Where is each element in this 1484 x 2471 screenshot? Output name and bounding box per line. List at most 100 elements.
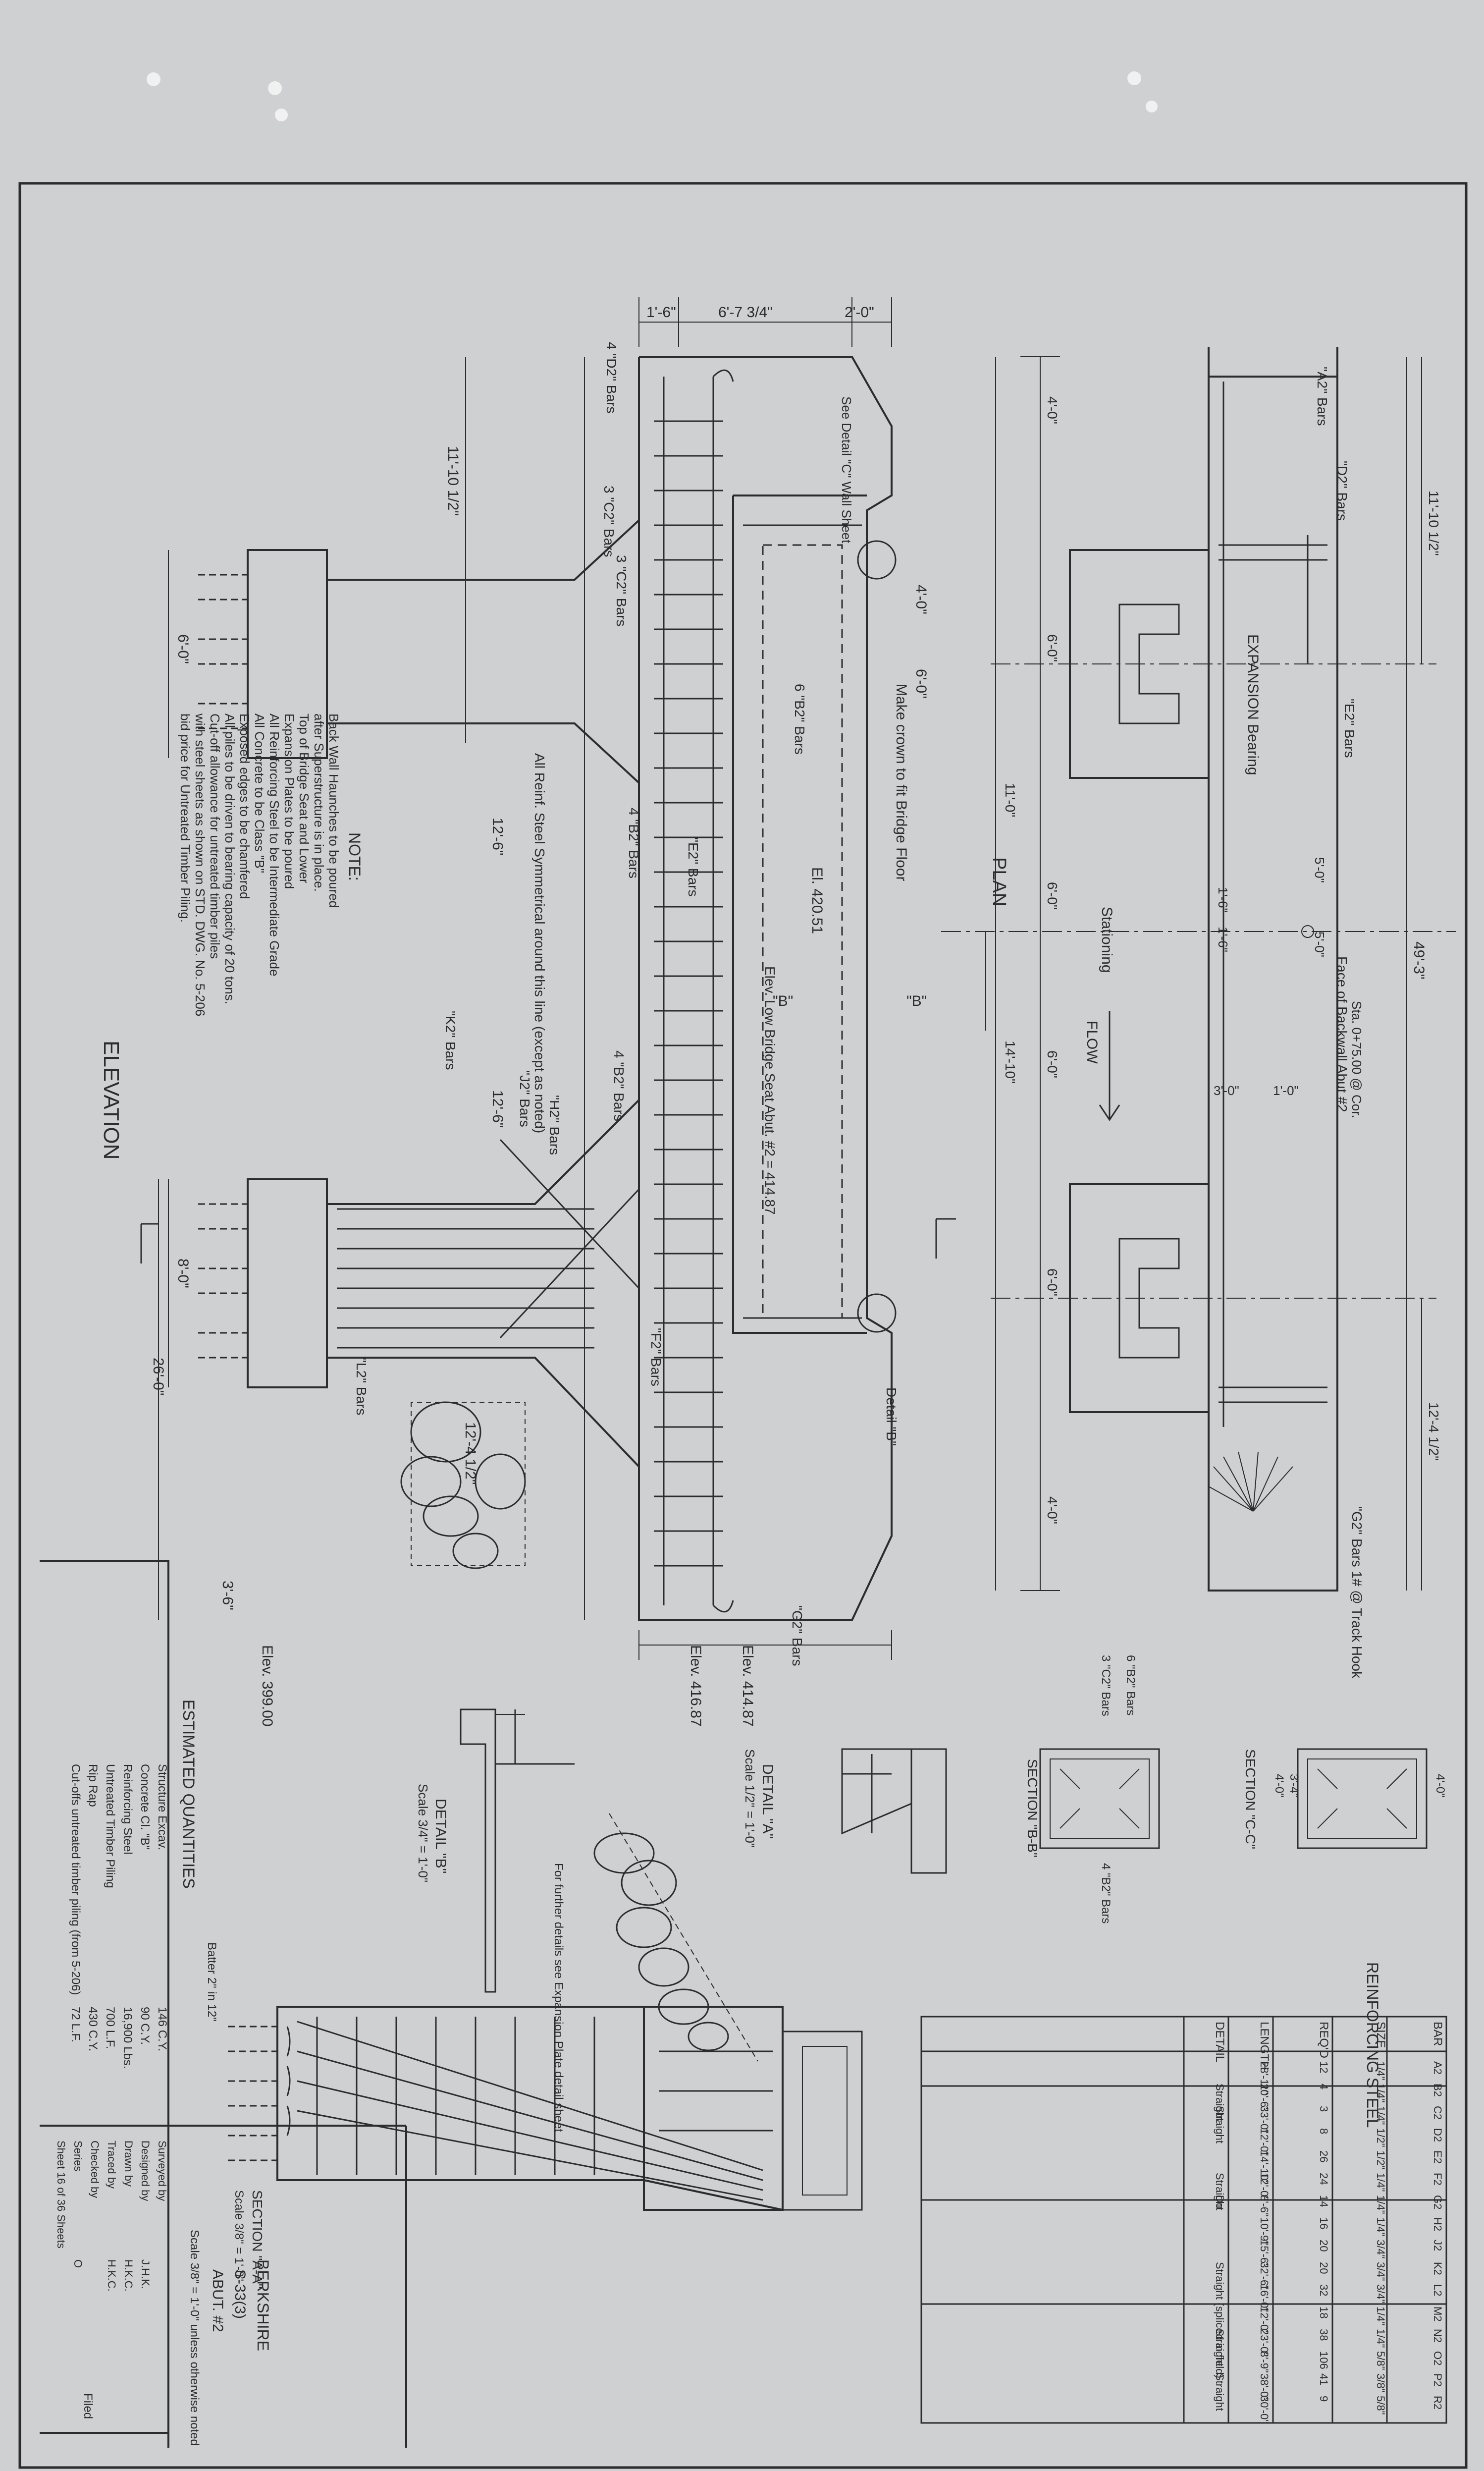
rebar-cell-6-0: G2 (1431, 2195, 1444, 2209)
section-bb-title: SECTION "B-B" (1025, 1759, 1040, 1858)
section-aa-scale: Scale 3/8" = 1'-0" (232, 2190, 246, 2281)
rebar-cell-6-1: 1/4" (1375, 2195, 1387, 2214)
elevation-label-17: Detail "B" (884, 1387, 899, 1446)
rebar-cell-2-1: 1/4" (1375, 2106, 1387, 2125)
quantity-value-0: 146 C.Y. (156, 2007, 169, 2051)
rebar-cell-15-2: 9 (1318, 2396, 1330, 2402)
plan-dim-6: 6'-0" (1045, 1268, 1060, 1296)
rebar-cell-5-4: Straight (1214, 2173, 1226, 2210)
title-block-abut: ABUT. #2 (210, 2269, 226, 2332)
elevation-label-16: See Detail "C" Wall Sheet (839, 396, 854, 544)
rebar-cell-11-3: 12'-0" (1258, 2306, 1271, 2334)
rebar-cell-4-0: E2 (1431, 2150, 1444, 2164)
elevation-label-14: Elev. Low Bridge Seat Abut. #2 = 414.87 (762, 966, 778, 1215)
quantity-value-4: 430 C.Y. (86, 2007, 100, 2051)
rebar-cell-12-3: 23'-0" (1258, 2329, 1271, 2357)
plan-label-10: "B" (773, 993, 793, 1009)
title-block-field-6: Sheet 16 of 36 Sheets (55, 2141, 67, 2249)
detail-a-scale: Scale 1/2" = 1'-0" (742, 1749, 757, 1848)
rebar-cell-2-4: Straight (1214, 2106, 1226, 2143)
rebar-cell-1-3: 20'-6" (1258, 2084, 1271, 2111)
plan-label-5: "D2" Bars (1334, 461, 1350, 521)
punch-holes (147, 71, 1158, 121)
plan-dim-1: 6'-0" (1045, 634, 1060, 662)
elevation-label-4: 6 "B2" Bars (792, 684, 807, 755)
section-bb-bar-1: 3 "C2" Bars (1099, 1655, 1113, 1716)
plan-dim-2: 11'-0" (1003, 783, 1018, 817)
rebar-col-1: SIZE (1374, 2022, 1387, 2048)
note-heading: NOTE: (346, 832, 364, 881)
note-line-10: bid price for Untreated Timber Piling. (178, 714, 193, 923)
rebar-cell-13-2: 106 (1318, 2351, 1330, 2369)
rebar-cell-3-2: 8 (1318, 2128, 1330, 2134)
rebar-cell-15-1: 5/8" (1375, 2396, 1387, 2415)
detail-b-scale: Scale 3/4" = 1'-0" (416, 1784, 430, 1882)
rebar-cell-8-0: J2 (1431, 2240, 1444, 2251)
rebar-cell-0-1: 1/4" (1375, 2061, 1387, 2080)
rebar-cell-4-1: 1/2" (1375, 2150, 1387, 2169)
rebar-cell-5-1: 1/4" (1375, 2173, 1387, 2192)
plan-dim-16: 5'-0" (1312, 932, 1327, 957)
elevation-label-5: 4 "B2" Bars (611, 1050, 627, 1121)
detail-b-drawing (460, 1708, 575, 1993)
elevation-dim-6: 12'-4 1/2" (462, 1422, 478, 1484)
elevation-label-6: "E2" Bars (686, 837, 701, 896)
elevation-dim-11: 4'-0" (913, 585, 929, 614)
title-block-field-2: Drawn by (122, 2141, 135, 2187)
elevation-dim-10: 8'-0" (175, 1259, 191, 1288)
rebar-col-3: LENGTH (1258, 2022, 1271, 2070)
rebar-cell-4-3: 14'-10" (1258, 2150, 1271, 2184)
rebar-cell-2-2: 3 (1318, 2106, 1330, 2112)
elevation-label-8: "G2" Bars (790, 1605, 805, 1666)
quantity-name-0: Structure Excav. (156, 1764, 169, 1850)
rebar-cell-11-0: M2 (1431, 2306, 1444, 2322)
rebar-cell-10-1: 3/4" (1375, 2284, 1387, 2303)
riprap-elevation (400, 1401, 526, 1569)
plan-dim-13: 1'-6" (1216, 887, 1230, 913)
rebar-cell-10-2: 32 (1318, 2284, 1330, 2296)
rebar-cell-6-4: Do (1214, 2195, 1226, 2209)
plan-view (941, 347, 1456, 1592)
title-block-field-1: Designed by (139, 2141, 152, 2201)
quantity-name-1: Concrete Cl. "B" (138, 1764, 152, 1850)
rebar-cell-9-3: 32'-6" (1258, 2262, 1271, 2290)
title-block-field-5: Series (72, 2141, 84, 2171)
rebar-cell-14-1: 3/8" (1375, 2373, 1387, 2392)
detail-b-text: For further details see Expansion Plate … (552, 1863, 565, 2132)
riprap-section (593, 1813, 758, 2062)
note-line-2: Top of Bridge Seat and Lower (297, 714, 312, 883)
elevation-label-1: 3 "C2" Bars (601, 486, 617, 557)
elevation-label-3: 4 "B2" Bars (626, 808, 641, 879)
rebar-col-4: DETAIL (1213, 2022, 1226, 2062)
elevation-elev-2: Elev. 399.00 (259, 1645, 275, 1727)
detail-a-title: DETAIL "A" (759, 1764, 776, 1839)
elevation-dim-9: 6'-0" (175, 634, 191, 664)
quantity-name-5: Cut-offs untreated timber piling (from 5… (69, 1764, 82, 1995)
plan-label-4: "E2" Bars (1342, 699, 1357, 758)
rebar-cell-4-2: 26 (1318, 2150, 1330, 2162)
elevation-label-7: "F2" Bars (648, 1328, 664, 1386)
note-line-5: All Concrete to be Class "B" (252, 714, 267, 873)
plan-dim-3: 6'-0" (1045, 882, 1060, 910)
note-line-9: with steel sheets as shown on STD. DWG. … (193, 713, 208, 1016)
rebar-cell-14-0: P2 (1431, 2373, 1444, 2387)
rebar-cell-11-2: 18 (1318, 2306, 1330, 2318)
section-bb-bar-0: 6 "B2" Bars (1124, 1655, 1137, 1715)
plan-label-1: FLOW (1084, 1021, 1100, 1064)
section-aa-drawing (228, 2006, 863, 2211)
title-block-grid (40, 1560, 407, 2448)
rebar-cell-14-2: 41 (1318, 2373, 1330, 2385)
quantity-value-2: 16,900 Lbs. (121, 2007, 134, 2069)
plan-title: PLAN (989, 857, 1009, 906)
rebar-cell-13-0: O2 (1431, 2351, 1444, 2365)
title-block-scale: Scale 3/8" = 1'-0" unless otherwise note… (188, 2230, 201, 2446)
rebar-cell-8-1: 3/4" (1375, 2240, 1387, 2258)
rebar-cell-9-4: Straight (spliced in field) (1214, 2262, 1226, 2378)
elevation-dim-7: 3'-6" (219, 1581, 236, 1610)
rebar-table-title: REINFORCING STEEL (1364, 1962, 1381, 2128)
quantities-rows: Structure Excav. 146 C.Y. Concrete Cl. "B"… (69, 1764, 169, 2069)
elevation-dim-2: 2'-0" (845, 304, 874, 321)
title-block-value-2: H.K.C. (122, 2259, 135, 2292)
plan-label-9: "B" (906, 993, 927, 1009)
